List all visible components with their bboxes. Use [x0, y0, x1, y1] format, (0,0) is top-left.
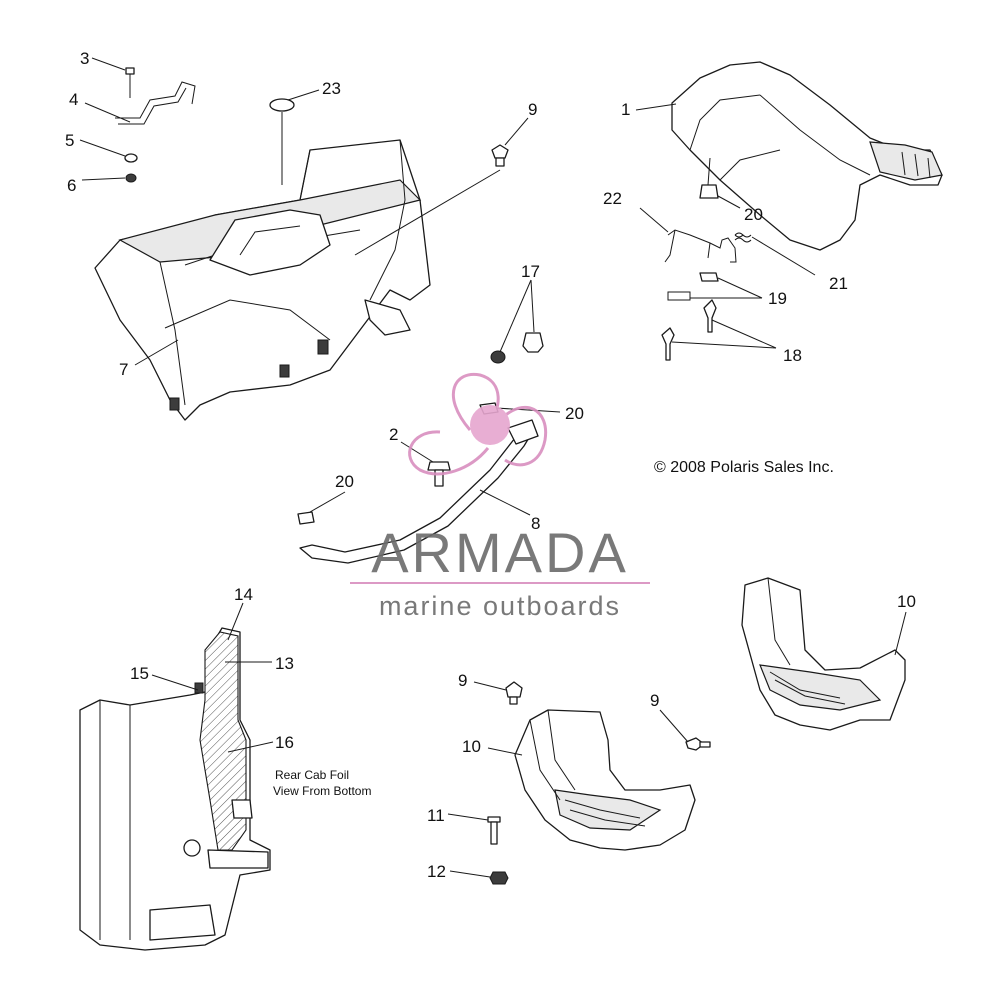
callout-10-right: 10 — [897, 592, 916, 611]
callout-13: 13 — [275, 654, 294, 673]
seat — [671, 61, 943, 251]
clips — [667, 272, 719, 301]
callout-5: 5 — [65, 131, 74, 150]
copyright-text: © 2008 Polaris Sales Inc. — [654, 459, 834, 476]
view-note-line-2: View From Bottom — [273, 784, 371, 798]
rear-hardware — [115, 67, 196, 183]
rubber-bumpers — [297, 184, 719, 525]
view-note-line-1: Rear Cab Foil — [275, 768, 349, 782]
watermark: ARMADA marine outboards — [350, 372, 650, 621]
callout-labels: 1 2 3 4 5 6 7 8 9 9 9 10 10 11 12 13 14 … — [65, 49, 916, 881]
callout-12: 12 — [427, 862, 446, 881]
callout-17: 17 — [521, 262, 540, 281]
callout-2: 2 — [389, 425, 398, 444]
callout-3: 3 — [80, 49, 89, 68]
callout-8: 8 — [531, 514, 540, 533]
callout-11: 11 — [427, 806, 445, 825]
footwell-left — [514, 709, 696, 851]
callout-21: 21 — [829, 274, 848, 293]
callout-1: 1 — [621, 100, 630, 119]
grommets — [490, 332, 544, 364]
callout-4: 4 — [69, 90, 78, 109]
callout-20-tube: 20 — [565, 404, 584, 423]
callout-7: 7 — [119, 360, 128, 379]
callout-20-lower: 20 — [335, 472, 354, 491]
pins — [661, 299, 717, 361]
rear-cab-foil-view — [79, 627, 271, 951]
push-rivet-top — [491, 144, 509, 167]
callout-23: 23 — [322, 79, 341, 98]
callout-19: 19 — [768, 289, 787, 308]
leader-lines — [79, 57, 907, 878]
callout-18: 18 — [783, 346, 802, 365]
bolt — [427, 461, 451, 487]
seat-latch — [664, 229, 737, 263]
callout-14: 14 — [234, 585, 253, 604]
watermark-propeller-logo — [408, 372, 548, 476]
latch-spring — [734, 232, 752, 243]
footwell-right — [741, 577, 906, 731]
watermark-brand: ARMADA — [371, 521, 629, 584]
rear-cab — [94, 139, 431, 421]
watermark-tagline: marine outboards — [379, 591, 621, 621]
callout-9-right: 9 — [650, 691, 659, 710]
callout-10-left: 10 — [462, 737, 481, 756]
callout-20-seat: 20 — [744, 205, 763, 224]
callout-9-left: 9 — [458, 671, 467, 690]
brace-tube — [299, 419, 539, 564]
callout-15: 15 — [130, 664, 149, 683]
callout-22: 22 — [603, 189, 622, 208]
push-rivets-bottom — [505, 681, 711, 751]
callout-9-top: 9 — [528, 100, 537, 119]
cap — [269, 98, 295, 112]
callout-16: 16 — [275, 733, 294, 752]
footwell-hardware — [487, 816, 509, 885]
callout-6: 6 — [67, 176, 76, 195]
